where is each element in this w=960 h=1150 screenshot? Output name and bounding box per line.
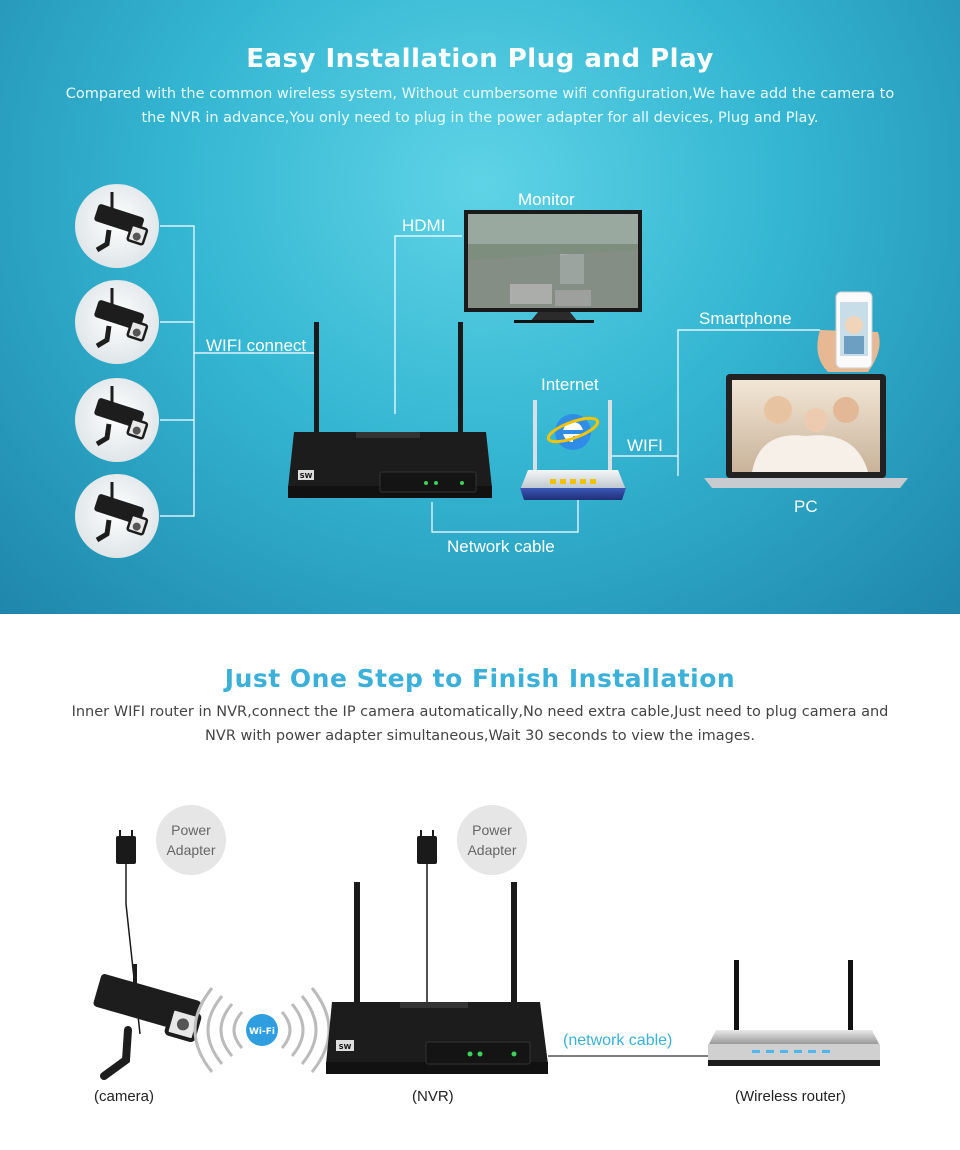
- wifi-signal-icon: [193, 987, 331, 1073]
- camera-label: (camera): [94, 1088, 155, 1105]
- smartphone-icon: [817, 291, 880, 372]
- camera-icon: [75, 280, 159, 364]
- nvr-label: (NVR): [412, 1088, 454, 1105]
- section-title: Easy Installation Plug and Play: [246, 44, 714, 74]
- wifi-badge-circle: [246, 1014, 278, 1046]
- router-label: (Wireless router): [735, 1088, 846, 1105]
- camera-icon: [75, 184, 159, 268]
- router-icon: [520, 400, 626, 500]
- section-title: Just One Step to Finish Installation: [224, 664, 736, 693]
- section-description: Inner WIFI router in NVR,connect the IP …: [71, 704, 889, 744]
- power-adapter-bubble: Power Adapter: [156, 805, 226, 875]
- power-adapter-bubble: Power Adapter: [457, 805, 527, 875]
- wifi-connect-label: WIFI connect: [206, 336, 307, 355]
- power-adapter-label-line2: Adapter: [166, 842, 216, 858]
- nvr-icon: SW: [326, 882, 548, 1074]
- smartphone-label: Smartphone: [699, 309, 792, 328]
- laptop-icon: [704, 374, 908, 488]
- internet-label: Internet: [541, 375, 599, 394]
- installation-diagram: SW: [75, 184, 908, 558]
- camera-icon: [75, 378, 159, 462]
- section-description: Compared with the common wireless system…: [65, 86, 895, 126]
- power-adapter-label-line1: Power: [171, 822, 211, 838]
- nvr-icon: SW: [288, 322, 492, 498]
- monitor-label: Monitor: [518, 190, 575, 209]
- power-adapter-label-line2: Adapter: [467, 842, 517, 858]
- one-step-section: Just One Step to Finish Installation Inn…: [0, 614, 960, 1150]
- wireless-router-icon: [708, 960, 880, 1066]
- wifi-badge-label: Wi-Fi: [249, 1027, 275, 1037]
- wifi-label: WIFI: [627, 436, 663, 455]
- plug-and-play-section: Easy Installation Plug and Play Compared…: [0, 0, 960, 614]
- nvr-brand: SW: [300, 472, 313, 480]
- hdmi-label: HDMI: [402, 216, 446, 235]
- camera-icon: [75, 474, 159, 558]
- monitor-icon: [464, 210, 642, 323]
- pc-label: PC: [794, 497, 818, 516]
- camera-icon: [93, 964, 202, 1080]
- power-adapter-label-line1: Power: [472, 822, 512, 838]
- internet-explorer-icon: [546, 414, 600, 450]
- network-cable-label: (network cable): [563, 1032, 673, 1049]
- nvr-brand: SW: [339, 1043, 352, 1051]
- power-adapter-icon: [417, 830, 437, 1004]
- one-step-diagram: Wi-Fi SW: [93, 830, 880, 1080]
- network-cable-label: Network cable: [447, 537, 555, 556]
- camera-group: [75, 184, 159, 558]
